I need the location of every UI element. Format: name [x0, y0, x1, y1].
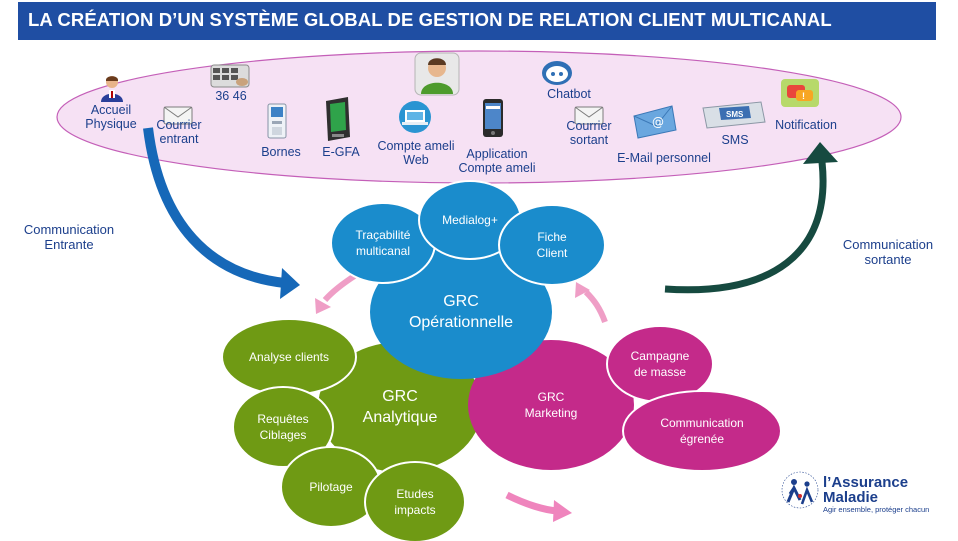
channel-bornes: Bornes: [261, 145, 301, 159]
channel-notification: Notification: [775, 118, 837, 132]
channel-courrier-sortant: Courrier sortant: [566, 119, 612, 147]
logo-name-line2: Maladie: [823, 489, 879, 506]
person-icon: [99, 74, 125, 102]
channel-courrier-entrant: Courrier entrant: [156, 118, 202, 146]
cycle-arrow-left-head: [315, 298, 331, 314]
channel-compte-ameli-web: Compte ameli Web: [377, 139, 455, 167]
bubble-tracabilite-multicanal: Traçabilité multicanal: [330, 202, 436, 284]
channel-application: Application Compte ameli: [458, 147, 536, 175]
bubble-pilotage: Pilotage: [280, 446, 382, 528]
channel-sms: SMS: [721, 133, 749, 147]
svg-text:@: @: [652, 115, 664, 129]
egfa-terminal-icon: [322, 97, 354, 141]
envelope-icon-entrant: [163, 106, 193, 125]
cycle-arrow-bottom: [505, 491, 558, 515]
cycle-arrow-right-head: [575, 282, 590, 298]
user-avatar-icon: [414, 52, 460, 96]
cycle-arrow-bottom-head: [553, 500, 572, 522]
svg-text:!: !: [802, 91, 805, 101]
sms-badge-text: SMS: [726, 110, 744, 119]
channel-egfa: E-GFA: [322, 145, 360, 159]
bubble-etudes-impacts: Etudes impacts: [364, 461, 466, 541]
channel-3646: 36 46: [215, 89, 247, 103]
laptop-icon: [392, 100, 438, 134]
title-bar: LA CRÉATION D’UN SYSTÈME GLOBAL DE GESTI…: [18, 2, 936, 40]
arrow-entrante: [143, 127, 286, 288]
email-icon: @: [632, 104, 678, 140]
channel-email-personnel: E-Mail personnel: [617, 151, 711, 165]
label-communication-sortante: Communication sortante: [842, 237, 934, 267]
channel-accueil-physique: Accueil Physique: [85, 103, 137, 131]
cycle-arrow-left: [322, 272, 358, 303]
bubble-analyse-clients: Analyse clients: [221, 318, 357, 396]
chatbot-icon: [541, 60, 573, 86]
phone-keypad-icon: [210, 62, 250, 90]
bubble-fiche-client: Fiche Client: [498, 204, 606, 286]
sms-icon: SMS: [701, 100, 767, 130]
arrow-entrante-head: [280, 268, 300, 299]
notification-icon: !: [780, 78, 820, 108]
label-communication-entrante: Communication Entrante: [23, 222, 115, 252]
channel-chatbot: Chatbot: [547, 87, 591, 101]
bubble-communication-egrenee: Communication égrenée: [622, 390, 782, 472]
kiosk-icon: [264, 102, 290, 140]
envelope-icon-sortant: [574, 106, 604, 125]
arrow-sortante: [664, 161, 827, 294]
page-title: LA CRÉATION D’UN SYSTÈME GLOBAL DE GESTI…: [28, 9, 832, 30]
cycle-arrow-right: [583, 289, 608, 324]
logo-tagline: Agir ensemble, protéger chacun: [823, 505, 930, 514]
assurance-maladie-logo-icon: [778, 470, 822, 510]
logo-name-line1: l’Assurance: [823, 474, 909, 491]
arrow-sortante-head: [803, 142, 838, 164]
smartphone-icon: [480, 98, 506, 138]
